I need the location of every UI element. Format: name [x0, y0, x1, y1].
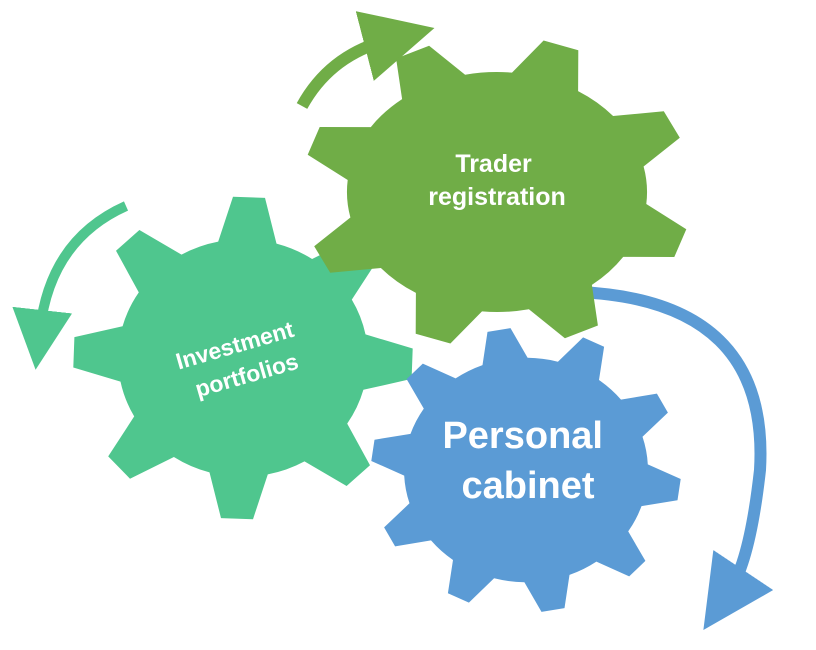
- investment-gear: [73, 196, 413, 520]
- trader-cycle-arrow: [296, 11, 435, 109]
- personal-gear: [371, 328, 681, 612]
- personal-cycle-arrow: [577, 286, 774, 630]
- investment-cycle-arrow: [12, 201, 129, 370]
- trader-label: Trader registration: [428, 150, 566, 211]
- trader-gear: [307, 40, 687, 344]
- personal-label: Personal cabinet: [442, 415, 613, 507]
